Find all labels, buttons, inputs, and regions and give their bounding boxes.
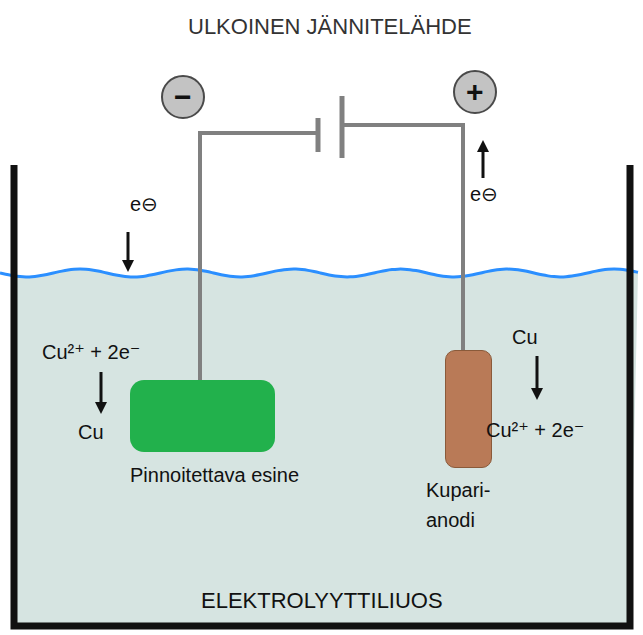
plated-object: Pinnoitettava esine <box>130 380 275 452</box>
liquid-surface <box>0 269 638 277</box>
copper-anode: Kupari- anodi <box>445 350 492 468</box>
reaction-text: Cu <box>78 420 104 444</box>
terminal-sign: + <box>466 77 484 107</box>
wire <box>342 125 463 352</box>
battery-plate <box>316 118 321 152</box>
tank-wall <box>14 165 630 626</box>
wire <box>200 133 316 385</box>
reaction-text: Cu²⁺ + 2e⁻ <box>42 340 140 364</box>
electrolyte-solution <box>14 269 638 626</box>
terminal-sign: − <box>174 82 192 112</box>
electron-label: e⊖ <box>470 182 498 206</box>
reaction-arrow <box>536 356 539 394</box>
solution-label: ELEKTROLYYTTILIUOS <box>201 588 443 614</box>
battery-plate <box>340 96 345 158</box>
terminal-circle: + <box>453 70 497 114</box>
reaction-arrow <box>100 372 103 408</box>
title: ULKOINEN JÄNNITELÄHDE <box>188 14 472 40</box>
electron-arrow <box>127 232 130 266</box>
electron-label: e⊖ <box>130 192 158 216</box>
terminal-circle: − <box>161 75 205 119</box>
reaction-text: Cu²⁺ + 2e⁻ <box>486 418 584 442</box>
reaction-text: Cu <box>512 325 538 349</box>
part-label: Pinnoitettava esine <box>130 460 300 490</box>
part-label: Kupari- anodi <box>426 475 506 535</box>
electron-arrow <box>482 146 485 178</box>
